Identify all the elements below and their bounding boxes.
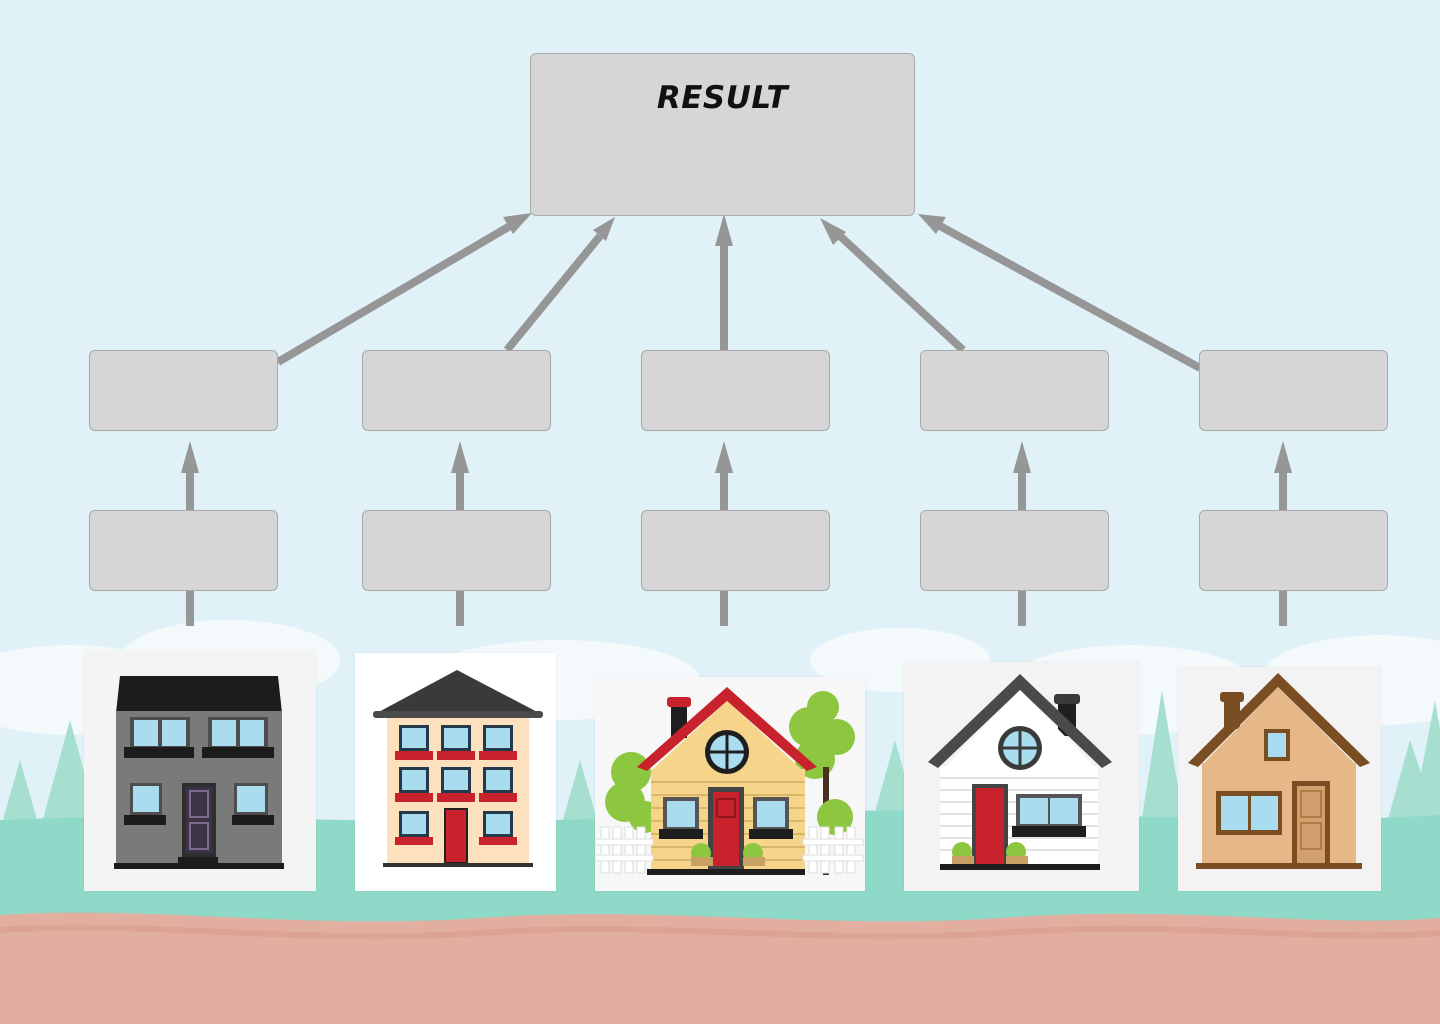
upper-box-4 bbox=[920, 350, 1109, 431]
arrow-lower-to-upper-2 bbox=[451, 441, 469, 626]
arrow-lower-to-upper-4 bbox=[1013, 441, 1031, 626]
upper-box-3 bbox=[641, 350, 830, 431]
yellow-house-icon bbox=[595, 677, 865, 891]
lower-box-1 bbox=[89, 510, 278, 591]
arrow-upper-to-result-3 bbox=[715, 214, 733, 350]
lower-box-4 bbox=[920, 510, 1109, 591]
arrow-upper-to-result-2 bbox=[503, 217, 615, 353]
arrow-upper-to-result-4 bbox=[820, 218, 966, 353]
white-house-icon bbox=[904, 662, 1139, 891]
arrow-lower-to-upper-1 bbox=[181, 441, 199, 626]
arrow-lower-to-upper-3 bbox=[715, 441, 733, 626]
lower-box-5 bbox=[1199, 510, 1388, 591]
apartment-building-icon bbox=[355, 653, 556, 891]
ground bbox=[0, 912, 1440, 1024]
result-label: RESULT bbox=[656, 80, 789, 116]
arrow-upper-to-result-1 bbox=[275, 213, 532, 366]
house-card-3 bbox=[595, 677, 865, 891]
lower-box-3 bbox=[641, 510, 830, 591]
ground-edge bbox=[0, 924, 1440, 940]
grey-townhouse-icon bbox=[84, 651, 316, 891]
result-box: RESULT bbox=[530, 53, 915, 216]
upper-box-1 bbox=[89, 350, 278, 431]
arrow-lower-to-upper-5 bbox=[1274, 441, 1292, 626]
upper-box-5 bbox=[1199, 350, 1388, 431]
house-card-1 bbox=[84, 651, 316, 891]
house-card-4 bbox=[904, 662, 1139, 891]
upper-box-2 bbox=[362, 350, 551, 431]
house-card-2 bbox=[355, 653, 556, 891]
arrow-upper-to-result-5 bbox=[918, 214, 1202, 372]
tan-house-icon bbox=[1178, 667, 1381, 891]
arrows bbox=[181, 213, 1292, 626]
house-card-5 bbox=[1178, 667, 1381, 891]
lower-box-2 bbox=[362, 510, 551, 591]
